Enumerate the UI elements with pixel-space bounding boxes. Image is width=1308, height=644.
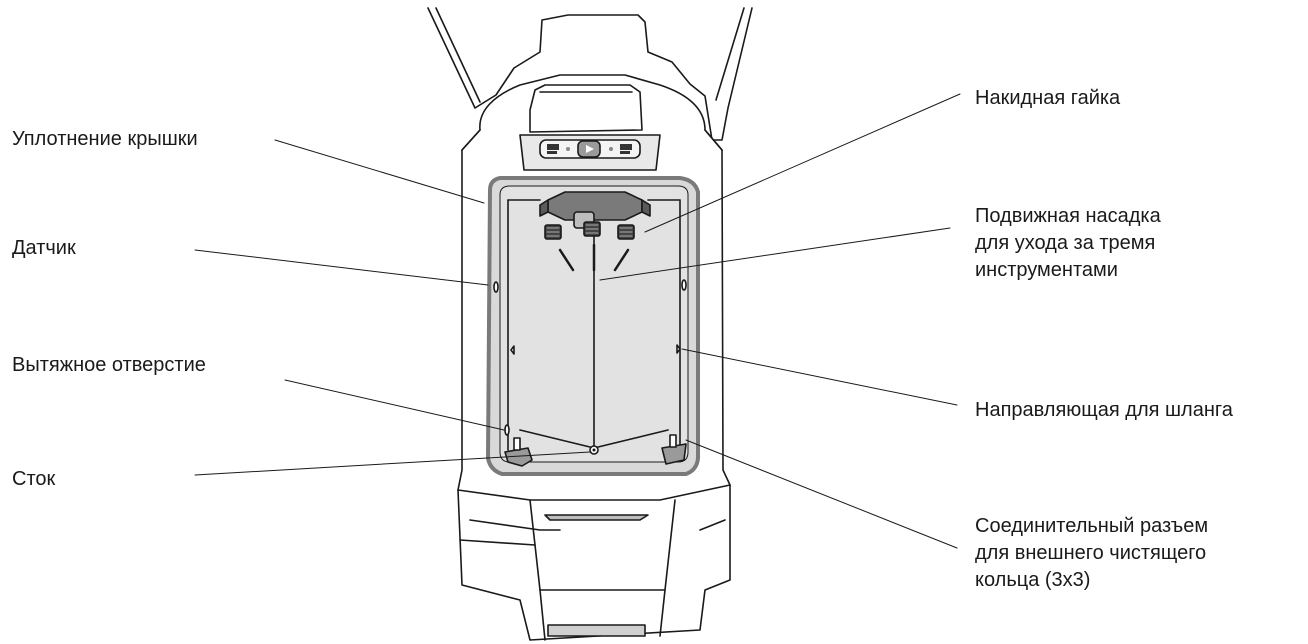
attachment-head	[539, 191, 651, 272]
leader-sensor	[194, 249, 489, 286]
leader-drain	[194, 451, 591, 476]
label-hose-guide: Направляющая для шланга	[975, 399, 1233, 421]
control-panel	[519, 84, 661, 171]
label-lid-seal: Уплотнение крышки	[12, 128, 198, 150]
leader-union-nut	[644, 93, 961, 233]
exhaust-opening	[504, 424, 510, 436]
leader-lines	[194, 93, 961, 549]
label-exhaust-opening: Вытяжное отверстие	[12, 354, 206, 376]
sensor-left	[493, 281, 499, 293]
leader-lid-seal	[274, 139, 485, 204]
leader-hose-guide	[681, 348, 958, 406]
leader-attachment	[599, 227, 951, 281]
label-connector: Соединительный разъем для внешнего чистя…	[975, 515, 1209, 591]
chamber-details	[493, 279, 687, 467]
leader-exhaust	[284, 379, 505, 431]
label-sensor: Датчик	[12, 237, 76, 259]
sensor-right	[681, 279, 687, 291]
hose-guide-left	[510, 345, 515, 355]
label-drain: Сток	[12, 468, 56, 490]
label-union-nut: Накидная гайка	[975, 87, 1121, 109]
inner-chamber	[486, 176, 700, 476]
leader-connector	[685, 439, 958, 549]
label-movable-attachment: Подвижная насадка для ухода за тремя инс…	[975, 205, 1161, 281]
hose-guide-right	[676, 344, 681, 354]
play-icon	[586, 145, 594, 153]
lid	[427, 7, 753, 141]
